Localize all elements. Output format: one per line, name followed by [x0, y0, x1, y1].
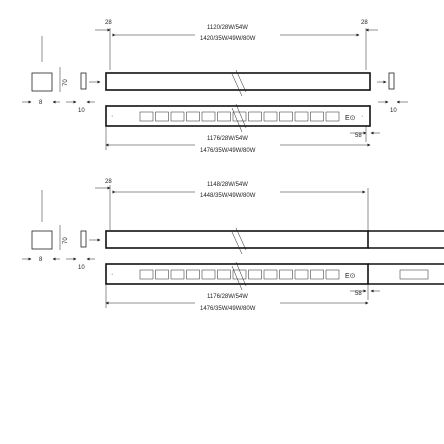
length-bottom-line-1: 1176/28W/54W — [207, 136, 248, 142]
length-top-line-2: 1448/35W/49W/80W — [200, 193, 256, 199]
width-dim: 8 — [39, 100, 43, 106]
end-dim: 58 — [355, 133, 362, 139]
height-dim: 70 — [63, 79, 69, 86]
lamp-cell — [155, 111, 169, 122]
lamp-cells — [139, 111, 340, 122]
dot-left: · — [111, 271, 113, 278]
lamp-cell — [232, 269, 247, 280]
lamp-cell — [170, 111, 185, 122]
width-dim: 8 — [39, 257, 43, 263]
lamp-cell — [294, 111, 309, 122]
lamp-cell — [310, 269, 324, 280]
gap-dim-left: 10 — [78, 108, 85, 114]
dot-left: · — [111, 113, 113, 120]
lamp-cells — [139, 269, 340, 280]
length-top-line-1: 1148/28W/54W — [207, 182, 248, 188]
lamp-cell — [310, 111, 324, 122]
luminaire-body-bottom — [105, 105, 371, 127]
next-lamp-cell — [399, 269, 429, 280]
end-cap-right — [388, 72, 395, 90]
lamp-cell — [263, 269, 278, 280]
lamp-cell — [201, 111, 216, 122]
lamp-cell — [217, 269, 231, 280]
lamp-cell — [186, 111, 200, 122]
lamp-cell — [248, 269, 262, 280]
end-cap-left — [80, 72, 87, 90]
cross-section-profile — [31, 230, 53, 250]
lamp-cell — [263, 111, 278, 122]
luminaire-body-side — [105, 72, 371, 91]
cross-section-profile — [31, 72, 53, 92]
gap-dim-left: 10 — [78, 265, 85, 271]
length-bottom-line-1: 1176/28W/54W — [207, 294, 248, 300]
length-bottom-line-2: 1476/35W/49W/80W — [200, 148, 256, 154]
gap-dim-right: 10 — [390, 108, 397, 114]
lamp-cell — [248, 111, 262, 122]
lamp-cell — [170, 269, 185, 280]
lamp-cell — [201, 269, 216, 280]
luminaire-body-side — [105, 230, 369, 249]
dot-right: · — [361, 113, 363, 120]
lamp-cell — [325, 111, 340, 122]
length-bottom-line-2: 1476/35W/49W/80W — [200, 306, 256, 312]
lamp-cell — [139, 269, 154, 280]
next-luminaire-bottom — [368, 263, 444, 285]
top-right-dim: 28 — [361, 20, 368, 26]
top-left-dim: 28 — [105, 179, 112, 185]
length-top-line-2: 1420/35W/49W/80W — [200, 36, 256, 42]
height-dim: 70 — [63, 237, 69, 244]
lamp-cell — [325, 269, 340, 280]
top-left-dim: 28 — [105, 20, 112, 26]
lamp-cell — [294, 269, 309, 280]
end-cap-left — [80, 230, 87, 248]
end-label: E⊙ — [345, 115, 356, 122]
diagram-single-luminaire: 28 28 1120/28W/54W 1420/35W/49W/80W 70 8… — [22, 20, 408, 154]
lamp-cell — [279, 269, 293, 280]
lamp-cell — [232, 111, 247, 122]
lamp-cell — [217, 111, 231, 122]
luminaire-body-bottom — [105, 263, 369, 285]
lamp-cell — [155, 269, 169, 280]
lamp-cell — [279, 111, 293, 122]
lamp-cell — [139, 111, 154, 122]
end-dim: 58 — [355, 291, 362, 297]
length-top-line-1: 1120/28W/54W — [207, 25, 248, 31]
diagram-continuous-luminaire: 28 1148/28W/54W 1448/35W/49W/80W 70 8 10… — [22, 179, 444, 312]
next-luminaire-side — [368, 230, 444, 249]
end-label: E⊙ — [345, 273, 356, 280]
lamp-cell — [186, 269, 200, 280]
